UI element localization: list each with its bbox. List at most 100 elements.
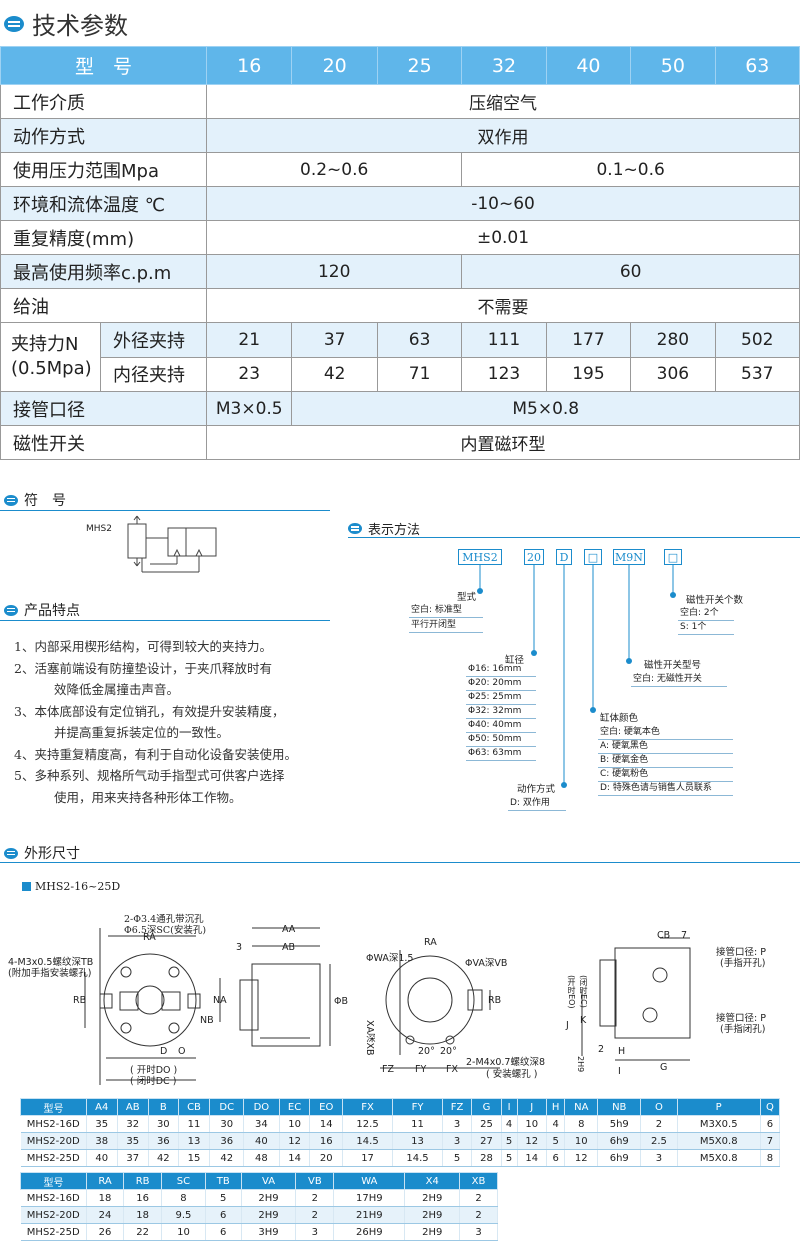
dim-label: 4-M3x0.5螺纹深TB: [8, 957, 94, 968]
table-cell: 10: [517, 1115, 548, 1133]
dim-label: RB: [73, 995, 87, 1006]
code-box: M9N: [613, 549, 645, 565]
table-cell: 5h9: [597, 1115, 642, 1133]
force-value: 306: [630, 356, 716, 392]
table-cell: 2H9: [404, 1206, 461, 1224]
table-cell: 13: [392, 1132, 443, 1150]
dim-label: 2-Φ3.4通孔带沉孔: [124, 914, 204, 925]
table-cell: 2: [459, 1189, 498, 1207]
table-cell: 4: [501, 1115, 518, 1133]
table-cell: 36: [209, 1132, 245, 1150]
dim-label: 接管口径: P: [716, 947, 766, 958]
spec-row-pressure: 使用压力范围Mpa 0.2~0.6 0.1~0.6: [0, 152, 800, 187]
row-value: -10~60: [206, 186, 800, 221]
table-cell: 6: [546, 1149, 566, 1167]
spec-row-repeat: 重复精度(mm) ±0.01: [0, 220, 800, 255]
color-option: C: 硬氧粉色: [598, 767, 733, 782]
row-label: 动作方式: [0, 118, 208, 153]
dim-label: RB: [488, 995, 502, 1006]
table-cell: 2H9: [404, 1223, 461, 1241]
table-row: MHS2-20D 38 35 36 13 36 40 12 16 14.5 13…: [20, 1132, 781, 1150]
feature-item: 4、夹持重复精度高，有利于自动化设备安装使用。: [14, 746, 297, 762]
model-subtitle: MHS2-16~25D: [22, 880, 120, 893]
dim-label: (闭时EC): [579, 975, 588, 1008]
table-cell: 3: [640, 1149, 678, 1167]
table-header: Q: [759, 1098, 781, 1116]
dim-label: ΦB: [334, 996, 348, 1007]
leader-dot: [590, 707, 596, 713]
table-cell: 16: [309, 1132, 344, 1150]
table-header: XB: [459, 1172, 498, 1190]
table-header: 型号: [20, 1098, 87, 1116]
table-cell: 34: [243, 1115, 280, 1133]
table-cell: M3X0.5: [677, 1115, 761, 1133]
table-cell: 8: [564, 1115, 599, 1133]
table-cell: 4: [546, 1115, 566, 1133]
table-cell: 48: [243, 1149, 280, 1167]
table-cell: 40: [86, 1149, 118, 1167]
table-cell: 10: [161, 1223, 206, 1241]
table-row: MHS2-20D 24 18 9.5 6 2H9 2 21H9 2H9 2: [20, 1206, 498, 1224]
table-header: G: [471, 1098, 502, 1116]
table-cell: MHS2-25D: [20, 1223, 87, 1241]
table-cell: 38: [86, 1132, 118, 1150]
table-cell: 2: [640, 1115, 678, 1133]
ordering-leader-lines: [479, 565, 674, 785]
section-icon: [348, 523, 362, 534]
table-cell: 9.5: [161, 1206, 206, 1224]
section-title: 产品特点: [24, 603, 80, 619]
leader-dot: [531, 650, 537, 656]
table-cell: 30: [148, 1115, 179, 1133]
spec-row-temp: 环境和流体温度 ℃ -10~60: [0, 186, 800, 221]
force-value: 21: [206, 322, 293, 358]
table-cell: 10: [279, 1115, 311, 1133]
dimension-table-2: 型号 RA RB SC TB VA VB WA X4 XB MHS2-16D 1…: [20, 1172, 498, 1241]
table-header: A4: [86, 1098, 118, 1116]
table-cell: 27: [471, 1132, 502, 1150]
color-caption: 缸体颜色: [600, 713, 639, 724]
bottom-view-drawing: [380, 950, 500, 1069]
dim-label: (手指开孔): [720, 958, 766, 969]
section-icon: [4, 494, 18, 506]
table-cell: 5: [501, 1132, 518, 1150]
table-header: I: [500, 1098, 518, 1116]
table-header: FY: [392, 1098, 443, 1116]
table-header: NB: [597, 1098, 642, 1116]
square-bullet-icon: [22, 882, 31, 891]
force-label: 夹持力N: [11, 334, 79, 355]
table-cell: 14.5: [342, 1132, 394, 1150]
table-header: TB: [204, 1172, 242, 1190]
row-value: 双作用: [206, 118, 800, 153]
inner-label: 内径夹持: [113, 365, 185, 387]
table-cell: 2: [295, 1206, 335, 1224]
side-view-drawing: [239, 927, 331, 1047]
table-header: RA: [85, 1172, 125, 1190]
table-cell: 15: [178, 1149, 211, 1167]
action-option: D: 双作用: [508, 796, 566, 811]
dim-label: RA: [143, 932, 156, 943]
table-cell: 3: [442, 1115, 473, 1133]
dim-label: AA: [282, 924, 296, 935]
table-cell: 17: [342, 1149, 394, 1167]
table-cell: 26H9: [333, 1223, 406, 1241]
dim-label: 2-M4x0.7螺纹深8: [466, 1057, 545, 1068]
table-cell: 35: [86, 1115, 118, 1133]
table-cell: 7: [760, 1132, 781, 1150]
bore-option: Φ32: 32mm: [466, 704, 536, 719]
code-box: D: [556, 549, 572, 565]
table-cell: 11: [392, 1115, 443, 1133]
color-option: D: 特殊色请与销售人员联系: [598, 781, 733, 796]
bore-option: Φ16: 16mm: [466, 662, 536, 677]
dim-label: 2H9: [576, 1056, 585, 1073]
dimension-table-1: 型号 A4 AB B CB DC DO EC EO FX FY FZ G I J…: [20, 1098, 781, 1167]
row-value: M5×0.8: [291, 391, 800, 426]
row-label: 工作介质: [0, 84, 208, 119]
table-cell: 6: [760, 1115, 781, 1133]
table-cell: 2H9: [241, 1206, 297, 1224]
dim-label: ΦVA深VB: [465, 958, 508, 969]
spec-row-action: 动作方式 双作用: [0, 118, 800, 153]
table-cell: 5: [205, 1189, 242, 1207]
dim-label: CB: [657, 930, 671, 941]
force-value: 23: [206, 356, 293, 392]
dim-label: FZ: [382, 1064, 394, 1075]
